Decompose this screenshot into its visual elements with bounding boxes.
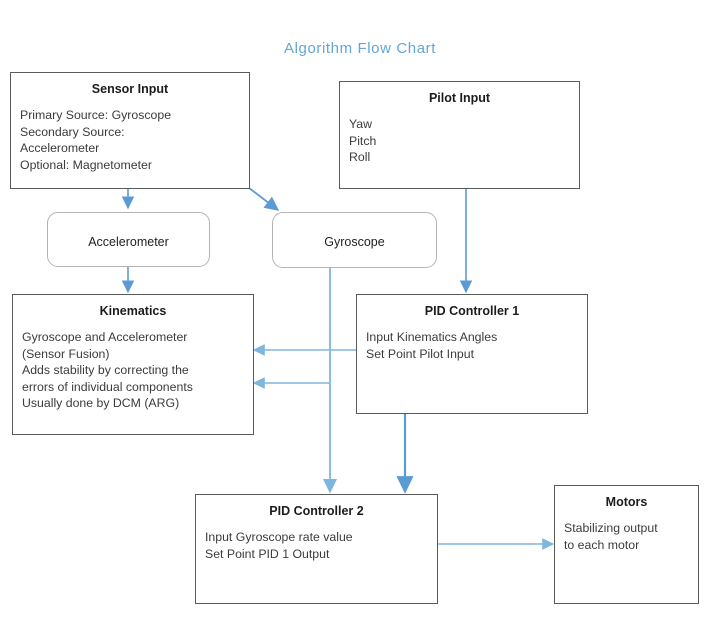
node-motors-body: Stabilizing output to each motor [564,521,658,552]
node-pilot-input[interactable]: Pilot Input Yaw Pitch Roll [339,81,580,189]
node-accelerometer[interactable]: Accelerometer [47,212,210,267]
node-gyroscope-title: Gyroscope [324,235,385,249]
node-pid-controller-2-title: PID Controller 2 [269,504,364,518]
node-motors-title: Motors [605,495,648,509]
node-pid-controller-2-body: Input Gyroscope rate value Set Point PID… [205,530,353,561]
node-sensor-input-body: Primary Source: Gyroscope Secondary Sour… [20,108,172,172]
node-pid-controller-1[interactable]: PID Controller 1 Input Kinematics Angles… [356,294,588,414]
node-accelerometer-title: Accelerometer [88,235,169,249]
node-pilot-input-title: Pilot Input [428,91,491,105]
node-kinematics-title: Kinematics [99,304,167,318]
node-gyroscope[interactable]: Gyroscope [272,212,437,268]
page-title: Algorithm Flow Chart [283,40,437,57]
edge-sensor-to-gyroscope [248,187,280,211]
node-pid-controller-1-body: Input Kinematics Angles Set Point Pilot … [366,330,498,361]
node-pid-controller-1-title: PID Controller 1 [424,304,520,318]
node-kinematics-body: Gyroscope and Accelerometer (Sensor Fusi… [22,330,193,410]
node-sensor-input-title: Sensor Input [91,82,169,96]
node-kinematics[interactable]: Kinematics Gyroscope and Accelerometer (… [12,294,254,435]
node-pid-controller-2[interactable]: PID Controller 2 Input Gyroscope rate va… [195,494,438,604]
node-sensor-input[interactable]: Sensor Input Primary Source: Gyroscope S… [10,72,250,189]
node-pilot-input-body: Yaw Pitch Roll [349,117,377,164]
node-motors[interactable]: Motors Stabilizing output to each motor [554,485,699,604]
